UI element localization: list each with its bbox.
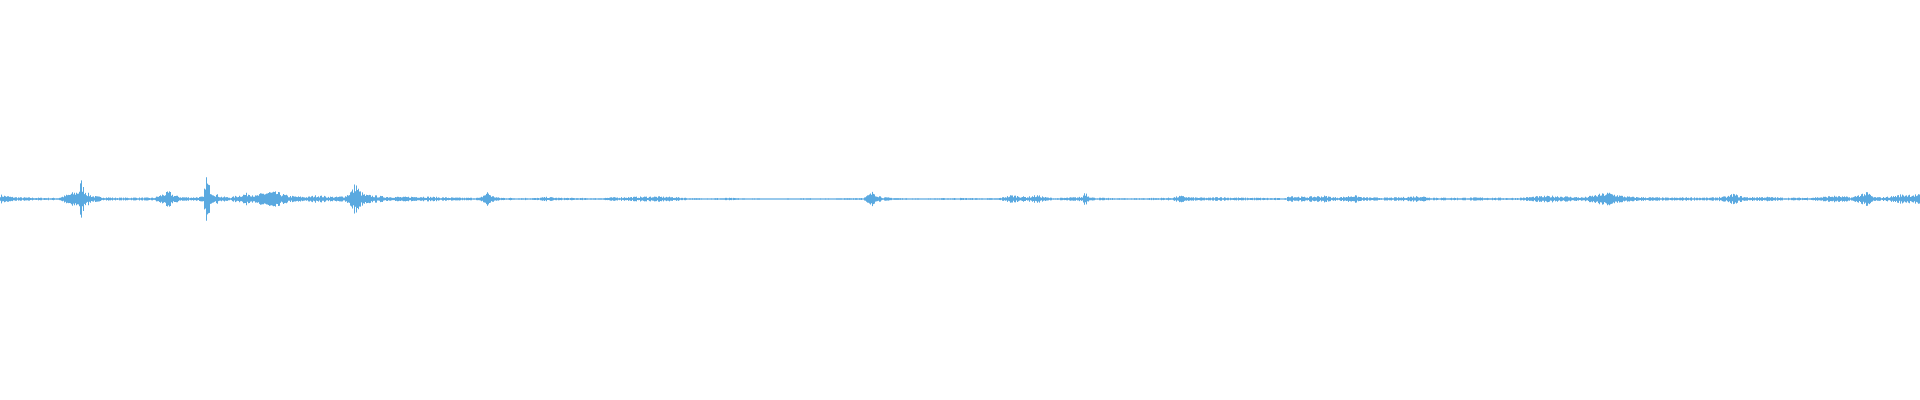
- waveform-peaks: [0, 177, 1920, 221]
